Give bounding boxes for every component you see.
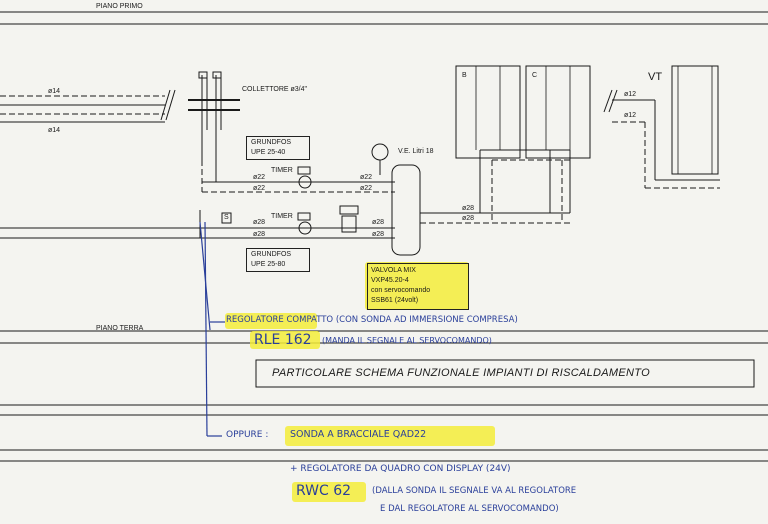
pipe-label-d28: ø28 xyxy=(462,205,475,212)
mix-actuator xyxy=(339,205,359,215)
collector-label: COLLETTORE ø3/4" xyxy=(242,86,307,93)
collector-cap xyxy=(212,71,222,79)
break-mark xyxy=(603,89,613,113)
pump-model: UPE 25-80 xyxy=(251,261,286,268)
valve-line-2: VXP45.20-4 xyxy=(371,277,409,284)
hand-rwc-note-1: (DALLA SONDA IL SEGNALE VA AL REGOLATORE xyxy=(372,486,577,496)
expansion-vessel-label: V.E. Litri 18 xyxy=(398,148,434,155)
boiler-label-b: B xyxy=(462,72,467,79)
pipe-label-d14: ø14 xyxy=(48,88,61,95)
towel-radiator xyxy=(671,65,719,175)
pump-brand: GRUNDFOS xyxy=(251,139,292,146)
boiler-c xyxy=(525,65,591,159)
boiler-label-c: C xyxy=(532,72,538,79)
valve-line-4: SSB61 (24volt) xyxy=(371,297,419,304)
collector-cap xyxy=(198,71,208,79)
radiator-bars xyxy=(677,66,713,174)
pipe-label-d12: ø12 xyxy=(624,112,637,119)
pen-link xyxy=(204,221,208,437)
pipe-label-d28: ø28 xyxy=(462,215,475,222)
hand-or: OPPURE : xyxy=(226,430,269,440)
pipe-label-d28: ø28 xyxy=(253,231,266,238)
highlight-regulator xyxy=(225,313,317,329)
pipe-label-d28: ø28 xyxy=(372,231,385,238)
pump-label-2: GRUNDFOS UPE 25-80 xyxy=(246,248,310,272)
mix-valve xyxy=(341,215,357,233)
sensor-tag: S xyxy=(224,214,229,221)
boiler-coils xyxy=(475,66,571,150)
valve-box: VALVOLA MIX VXP45.20-4 con servocomando … xyxy=(367,263,469,310)
highlight-rwc xyxy=(292,482,366,502)
valve-line-1: VALVOLA MIX xyxy=(371,267,416,274)
timer-2 xyxy=(297,212,311,221)
pipe-label-d14: ø14 xyxy=(48,127,61,134)
pump-upe-25-80 xyxy=(298,221,312,235)
boiler-b xyxy=(455,65,521,159)
pipe-label-d28: ø28 xyxy=(253,219,266,226)
pipe-label-d12: ø12 xyxy=(624,91,637,98)
break-mark xyxy=(160,89,171,121)
expansion-vessel xyxy=(371,143,389,161)
highlight-sonda xyxy=(285,426,495,446)
hand-plus-regulator: + REGOLATORE DA QUADRO CON DISPLAY (24V) xyxy=(290,464,511,474)
pipe-label-d22: ø22 xyxy=(253,174,266,181)
pump-brand: GRUNDFOS xyxy=(251,251,292,258)
floor-label-ground: PIANO TERRA xyxy=(96,325,144,332)
timer-1 xyxy=(297,166,311,175)
hand-sonda: SONDA A BRACCIALE QAD22 xyxy=(290,429,427,440)
sensor-box xyxy=(221,212,232,224)
hand-regulator: REGOLATORE COMPATTO (CON SONDA AD IMMERS… xyxy=(226,315,518,325)
valve-line-3: con servocomando xyxy=(371,287,431,294)
break-mark xyxy=(165,89,176,121)
title-frame xyxy=(255,359,755,388)
hand-rle-note: (MANDA IL SEGNALE AL SERVOCOMANDO) xyxy=(322,336,492,345)
highlight-valve xyxy=(365,262,469,310)
pipe-label-d28: ø28 xyxy=(372,219,385,226)
pipe-label-d22: ø22 xyxy=(360,174,373,181)
timer-label: TIMER xyxy=(271,167,293,174)
pipe-label-d22: ø22 xyxy=(360,185,373,192)
pump-upe-25-40 xyxy=(298,175,312,189)
hydraulic-separator xyxy=(391,164,421,256)
hand-rwc-code: RWC 62 xyxy=(296,483,352,499)
highlight-rle xyxy=(250,331,320,349)
diagram-title: PARTICOLARE SCHEMA FUNZIONALE IMPIANTI D… xyxy=(272,367,650,379)
pump-model: UPE 25-40 xyxy=(251,149,286,156)
floor-label-upper: PIANO PRIMO xyxy=(96,3,143,10)
break-mark xyxy=(608,89,618,113)
pipe-label-d22: ø22 xyxy=(253,185,266,192)
pump-label-1: GRUNDFOS UPE 25-40 xyxy=(246,136,310,160)
timer-label: TIMER xyxy=(271,213,293,220)
hand-rwc-note-2: E DAL REGOLATORE AL SERVOCOMANDO) xyxy=(380,504,559,514)
hand-rle-code: RLE 162 xyxy=(254,332,312,348)
radiator-label: VT xyxy=(648,71,663,83)
